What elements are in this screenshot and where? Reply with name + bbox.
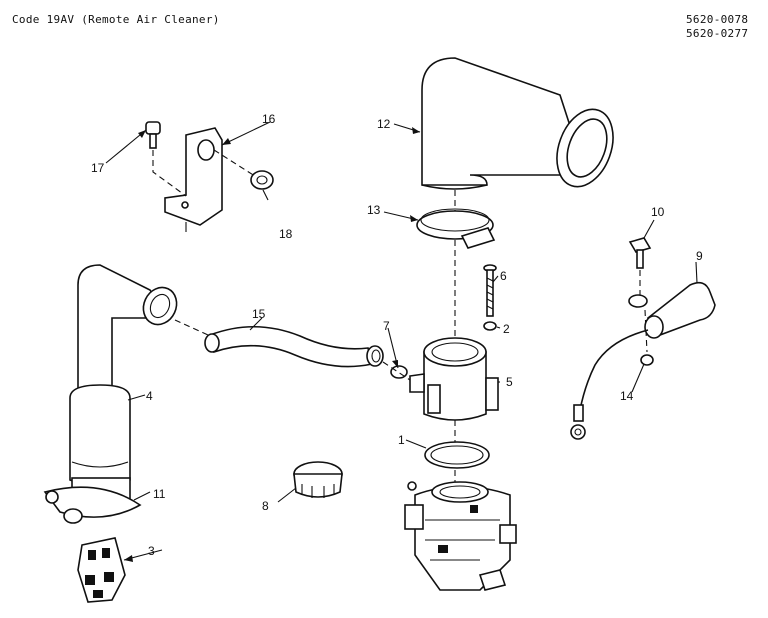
part-number-1: 5620-0078 — [686, 13, 749, 26]
screw-part-6 — [483, 264, 497, 317]
bolt-part-17 — [145, 121, 161, 149]
clamp-part-11 — [43, 486, 142, 524]
callout-11: 11 — [153, 487, 166, 501]
gasket-part-1 — [424, 441, 490, 469]
callout-17: 17 — [91, 161, 105, 175]
lock-washer-part-2 — [483, 321, 497, 331]
air-cleaner-part-4 — [69, 264, 178, 501]
callout-6: 6 — [500, 269, 507, 283]
bracket-part-16 — [164, 127, 223, 232]
cap-part-8 — [293, 461, 343, 498]
nut-part-18 — [250, 170, 274, 190]
elbow-duct-part-12 — [421, 57, 614, 190]
adapter-part-5 — [409, 337, 499, 421]
callout-3: 3 — [148, 544, 155, 558]
nut-part-14 — [640, 354, 654, 366]
callout-15: 15 — [252, 307, 266, 321]
hose-part-15 — [204, 325, 384, 368]
callout-4: 4 — [146, 389, 153, 403]
callout-2: 2 — [503, 322, 510, 336]
capacitor-part-9 — [570, 281, 716, 440]
callout-9: 9 — [696, 249, 703, 263]
callout-1: 1 — [398, 433, 405, 447]
callout-7: 7 — [383, 319, 390, 333]
callout-10: 10 — [651, 205, 665, 219]
screw-part-10 — [628, 237, 652, 269]
callout-14: 14 — [620, 389, 634, 403]
hose-clamp-part-13 — [416, 208, 496, 249]
leader-lines — [105, 121, 698, 562]
callout-16: 16 — [262, 112, 276, 126]
part-number-2: 5620-0277 — [686, 27, 749, 40]
callout-5: 5 — [506, 375, 513, 389]
callout-18: 18 — [279, 227, 293, 241]
callout-8: 8 — [262, 499, 269, 513]
element-part-3 — [77, 537, 126, 603]
callout-13: 13 — [367, 203, 381, 217]
callout-12: 12 — [377, 117, 391, 131]
carburetor-body — [404, 481, 517, 591]
diagram-title: Code 19AV (Remote Air Cleaner) — [12, 13, 220, 26]
